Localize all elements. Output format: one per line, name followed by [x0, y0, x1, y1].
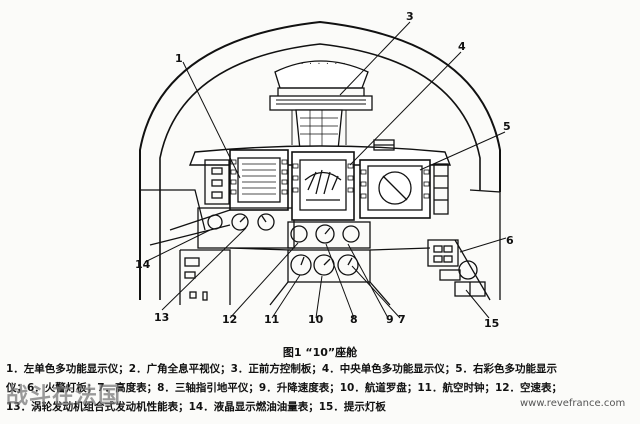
legend-row: 1．左单色多功能显示仪；2．广角全息平视仪；3．正前方控制板；4．中央单色多功能… [6, 363, 558, 375]
legend-row: 13．涡轮发动机组合式发动机性能表；14．液晶显示燃油油量表；15．提示灯板 [6, 401, 386, 413]
left-console-switches [184, 257, 208, 301]
left-mfd [229, 149, 289, 211]
callout-10: 10 [308, 313, 324, 326]
fire-warning-panel [427, 239, 486, 297]
watermark-logo: 战斗在法国 [6, 384, 122, 409]
canopy-inner-arch [159, 43, 481, 300]
central-mfd [291, 151, 355, 221]
callout-5: 5 [503, 120, 511, 133]
callout-3: 3 [406, 10, 414, 23]
callout-9: 9 [386, 313, 394, 326]
legend: 1．左单色多功能显示仪；2．广角全息平视仪；3．正前方控制板；4．中央单色多功能… [6, 360, 636, 417]
watermark-site: www.revefrance.com [520, 398, 626, 409]
figure-title: 图1 “10”座舱 [282, 346, 358, 359]
right-mfd [359, 139, 449, 219]
callout-1: 1 [175, 52, 183, 65]
callout-13: 13 [154, 311, 169, 324]
callout-15: 15 [484, 317, 499, 330]
callout-12: 12 [222, 313, 237, 326]
callout-8: 8 [350, 313, 358, 326]
cockpit-diagram: · · · · · · [135, 10, 514, 330]
canopy-outer-arch [139, 20, 501, 300]
callout-4: 4 [458, 40, 466, 53]
lower-instruments [269, 221, 391, 306]
callout-7: 7 [398, 313, 406, 326]
svg-text:· · · · · ·: · · · · · · [300, 60, 346, 68]
callout-11: 11 [264, 313, 279, 326]
callout-14: 14 [135, 258, 151, 271]
hud-control-panel: · · · · · · [269, 60, 373, 151]
legend-row: 仪；6．火警灯板；7．高度表；8．三轴指引地平仪；9．升降速度表；10．航道罗盘… [6, 382, 563, 394]
callout-6: 6 [506, 234, 514, 247]
